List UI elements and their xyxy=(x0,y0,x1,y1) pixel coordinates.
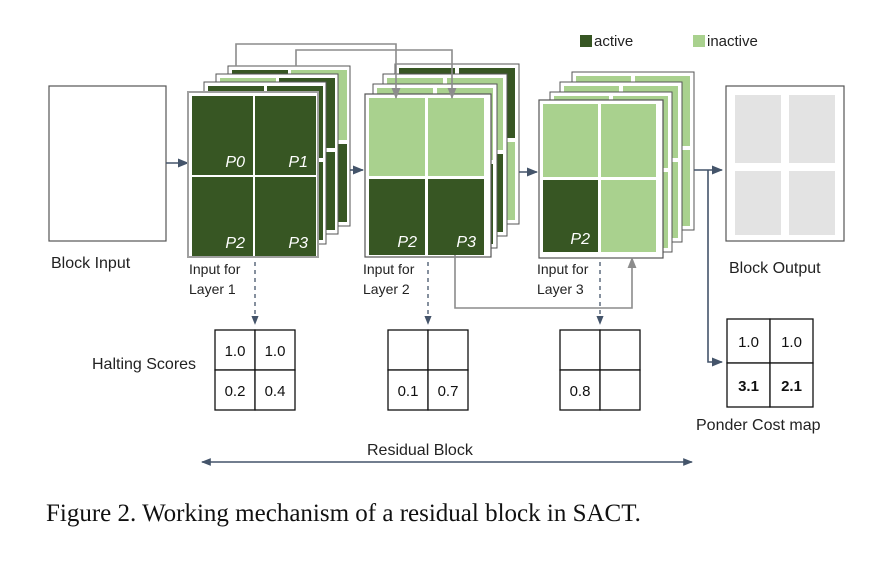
layer3-patch-1-inactive xyxy=(601,104,656,177)
skip-connection-layer1-to-layer2-right xyxy=(295,49,457,100)
ponder-cost-value: 3.1 xyxy=(738,378,759,395)
layer2-patch-grid: P2 P3 xyxy=(369,98,484,255)
ponder-cost-value: 2.1 xyxy=(781,378,802,395)
layer3-stack: P2 xyxy=(538,71,695,259)
legend-active-swatch xyxy=(580,35,592,47)
halting-cell xyxy=(599,369,641,411)
halting-cell xyxy=(427,369,469,411)
halting-score-tables: 1.0 1.0 0.2 0.4 0.1 0.7 0.8 xyxy=(214,329,641,411)
legend-active-label: active xyxy=(594,33,633,50)
layer1-patch-1-active xyxy=(255,96,316,175)
ponder-cost-value: 1.0 xyxy=(738,334,759,351)
ponder-cost-map: 1.0 1.0 3.1 2.1 xyxy=(726,318,814,408)
halting-cell xyxy=(387,329,429,371)
output-cell-p3 xyxy=(789,171,835,235)
block-output-label: Block Output xyxy=(729,260,821,277)
layer2-patch-2-active xyxy=(369,179,425,255)
output-cell-p1 xyxy=(789,95,835,163)
arrow-to-ponder-cost-map xyxy=(707,170,724,367)
layer1-patch-3-active xyxy=(255,177,316,256)
ponder-cost-value: 1.0 xyxy=(781,334,802,351)
halting-cell xyxy=(559,329,601,371)
figure-caption: Figure 2. Working mechanism of a residua… xyxy=(46,500,641,527)
output-cell-p2 xyxy=(735,171,781,235)
legend-inactive-swatch xyxy=(693,35,705,47)
block-input-label: Block Input xyxy=(51,255,131,272)
halting-table-layer3: 0.8 xyxy=(559,329,641,411)
layer3-patch-3-inactive xyxy=(601,180,656,252)
halting-score-value: 0.1 xyxy=(398,383,419,400)
halting-cell xyxy=(387,369,429,411)
residual-block-label: Residual Block xyxy=(367,442,474,459)
layer3-patch-0-inactive xyxy=(543,104,598,177)
halting-score-value: 1.0 xyxy=(265,343,286,360)
layer1-patch-label-p1: P1 xyxy=(288,154,308,171)
input-layer2-label-line2: Layer 2 xyxy=(363,281,410,297)
layer3-patch-2-active xyxy=(543,180,598,252)
halting-cell xyxy=(559,369,601,411)
layer1-patch-0-active xyxy=(192,96,253,175)
halting-table-layer1: 1.0 1.0 0.2 0.4 xyxy=(214,329,296,411)
input-layer1-label-line2: Layer 1 xyxy=(189,281,236,297)
halting-cell xyxy=(599,329,641,371)
halting-score-value: 0.4 xyxy=(265,383,286,400)
input-layer2-label-line1: Input for xyxy=(363,261,415,277)
layer3-patch-label-p2: P2 xyxy=(570,231,590,248)
halting-score-value: 1.0 xyxy=(225,343,246,360)
halting-table-layer2: 0.1 0.7 xyxy=(387,329,469,411)
layer1-patch-2-active xyxy=(192,177,253,256)
halting-cell xyxy=(254,369,296,411)
input-layer1-label-line1: Input for xyxy=(189,261,241,277)
block-input-box xyxy=(48,85,167,242)
halting-score-value: 0.8 xyxy=(570,383,591,400)
layer2-stack: P2 P3 xyxy=(364,63,520,258)
halting-cell xyxy=(254,329,296,371)
ponder-cost-cell xyxy=(769,362,814,408)
ponder-cost-cell xyxy=(726,362,771,408)
output-cell-p0 xyxy=(735,95,781,163)
ponder-cost-map-label: Ponder Cost map xyxy=(696,417,821,434)
layer2-patch-3-active xyxy=(428,179,484,255)
layer2-patch-label-p2: P2 xyxy=(397,234,417,251)
halting-scores-label: Halting Scores xyxy=(92,356,196,373)
layer1-patch-label-p3: P3 xyxy=(288,235,308,252)
skip-connection-layer1-to-layer2-left xyxy=(235,43,401,100)
block-output xyxy=(725,85,845,242)
input-layer3-label-line2: Layer 3 xyxy=(537,281,584,297)
layer2-patch-1-inactive xyxy=(428,98,484,176)
layer1-patch-label-p2: P2 xyxy=(225,235,245,252)
halting-cell xyxy=(427,329,469,371)
ponder-cost-cell xyxy=(726,318,771,364)
layer1-patch-label-p0: P0 xyxy=(225,154,245,171)
skip-connection-layer2-to-layer3 xyxy=(454,255,637,309)
halting-score-value: 0.7 xyxy=(438,383,459,400)
halting-score-value: 0.2 xyxy=(225,383,246,400)
halting-cell xyxy=(214,369,256,411)
layer2-patch-label-p3: P3 xyxy=(456,234,476,251)
layer2-patch-0-inactive xyxy=(369,98,425,176)
input-layer3-label-line1: Input for xyxy=(537,261,589,277)
legend: active inactive xyxy=(580,33,758,50)
legend-inactive-label: inactive xyxy=(707,33,758,50)
layer3-patch-grid: P2 xyxy=(543,104,656,252)
